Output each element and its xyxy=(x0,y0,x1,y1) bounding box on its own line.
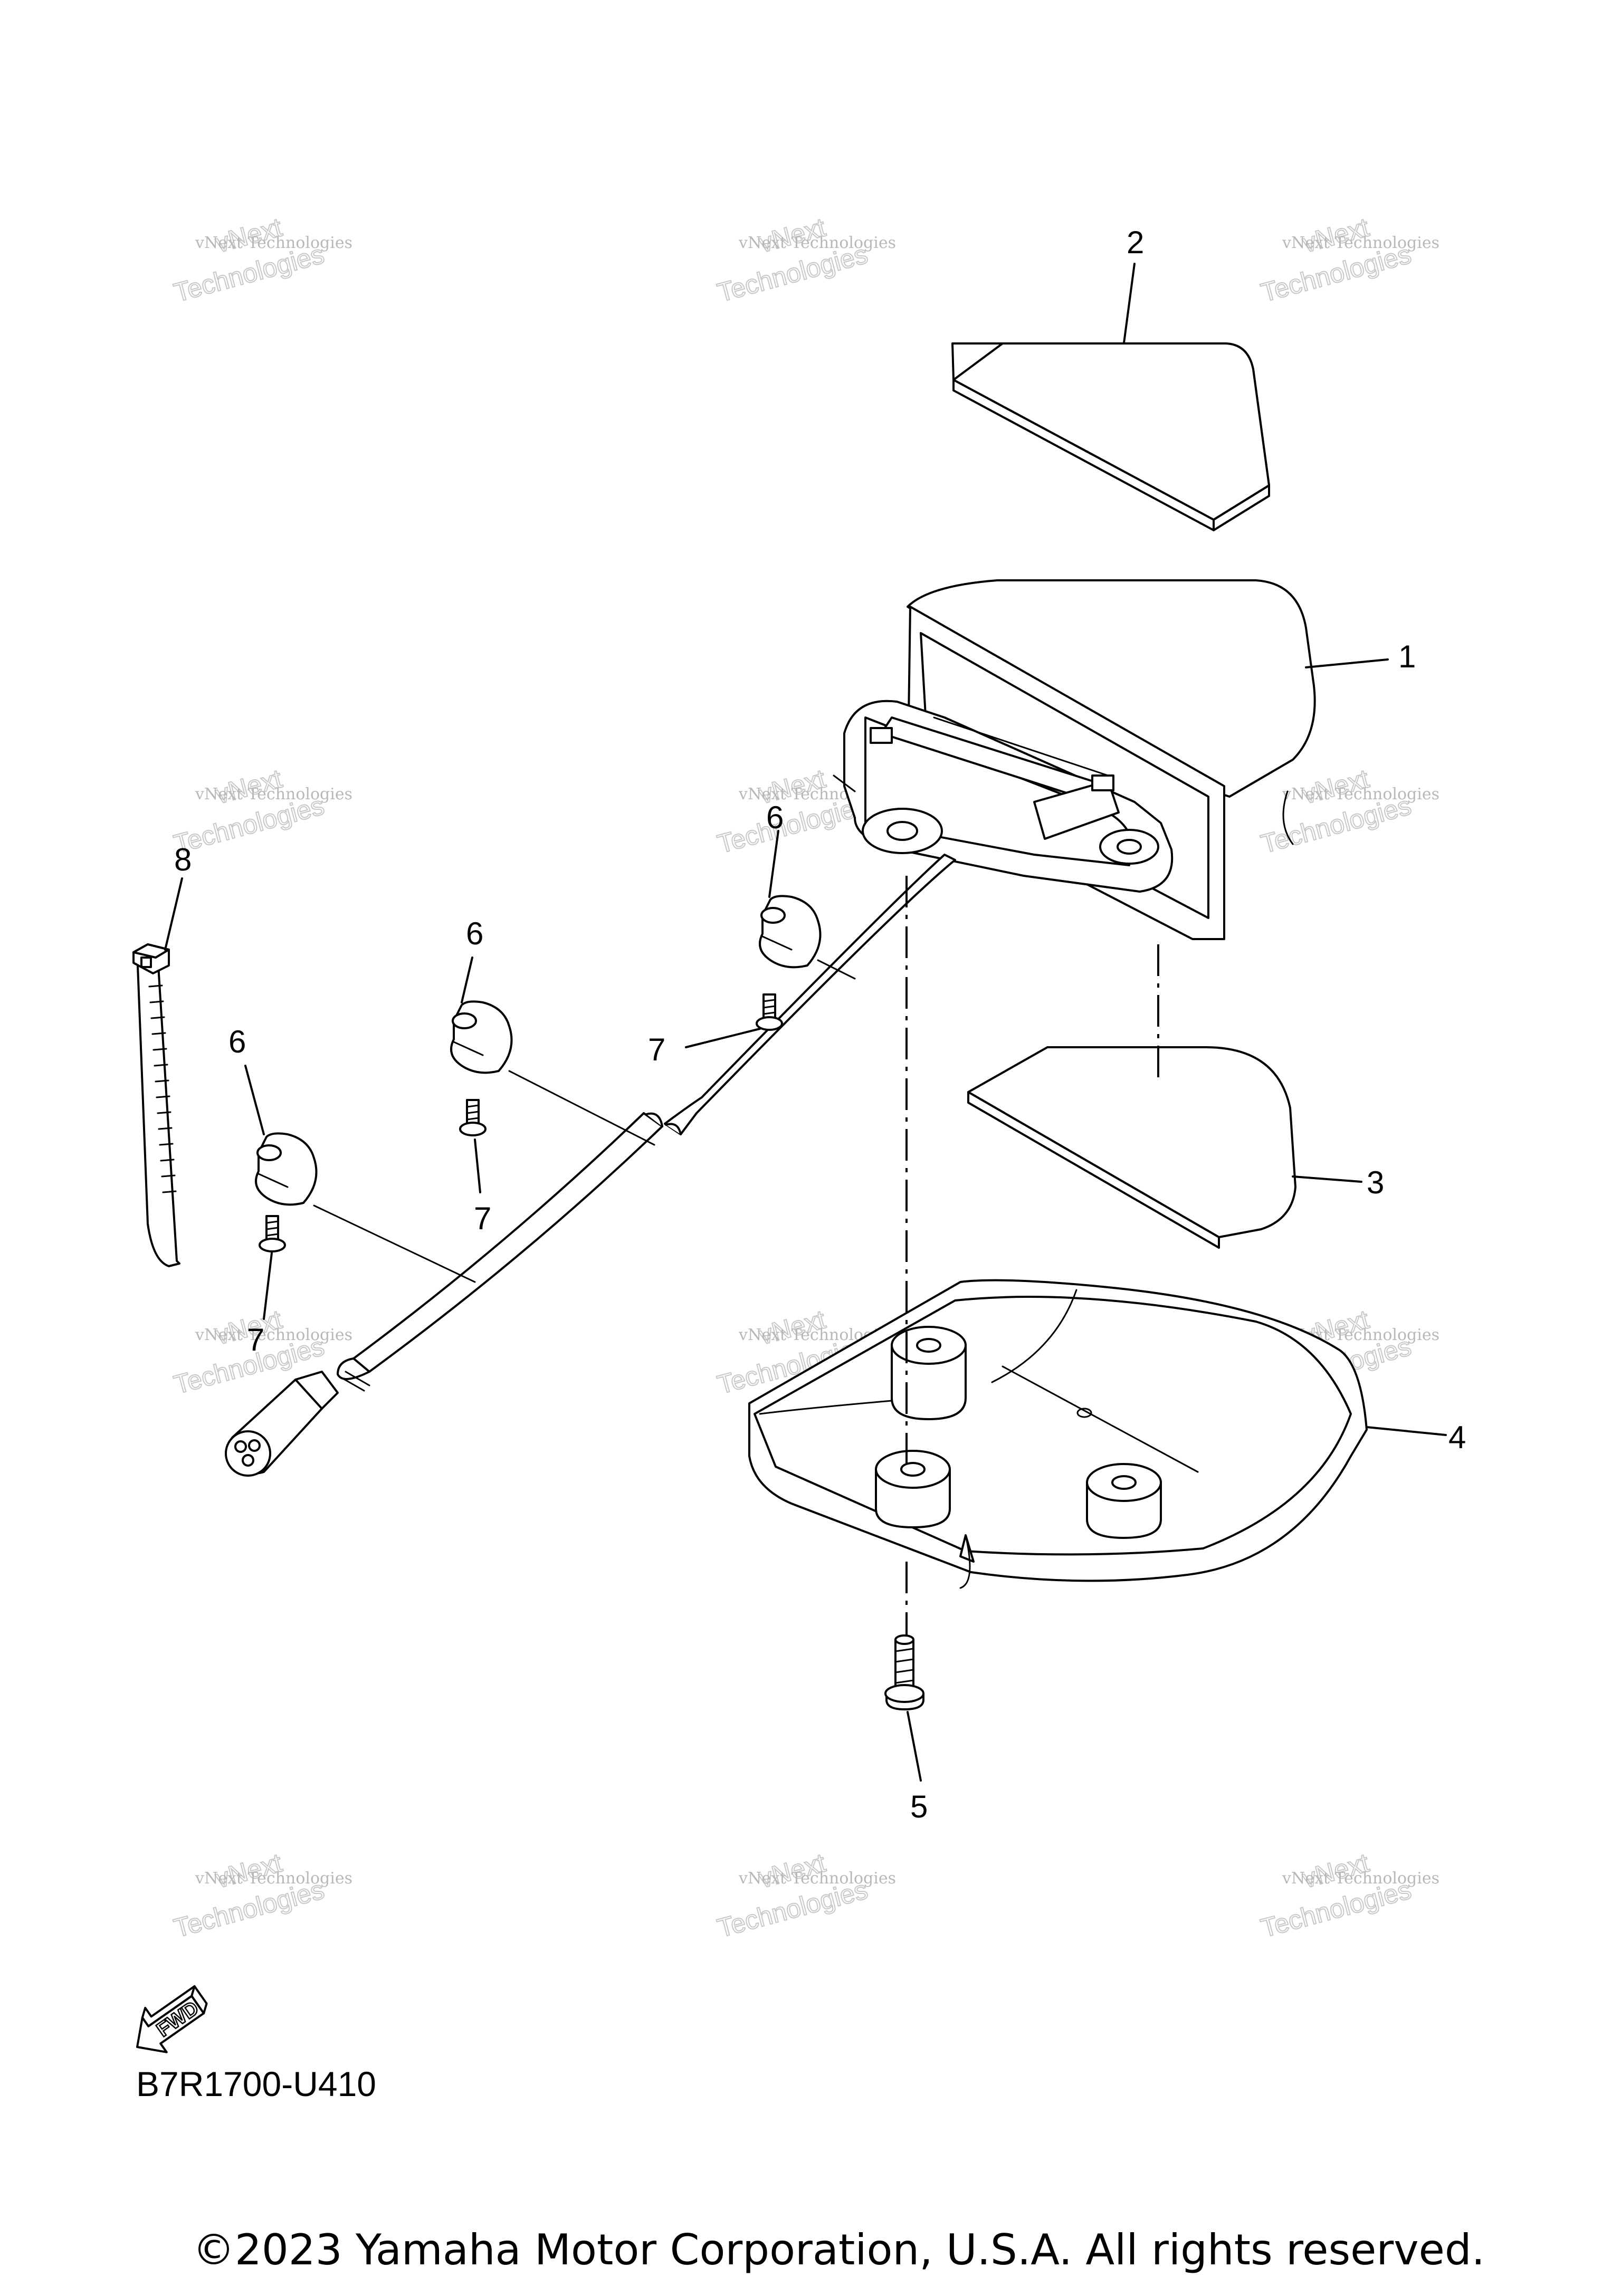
watermark: Technologies vNext vNext Technologies xyxy=(714,212,896,308)
svg-text:vNext Technologies: vNext Technologies xyxy=(1282,785,1439,803)
svg-text:vNext Technologies: vNext Technologies xyxy=(738,234,896,252)
assembly-lines xyxy=(313,876,1159,1635)
svg-text:vNext Technologies: vNext Technologies xyxy=(1282,1869,1439,1888)
callout-7: 7 xyxy=(247,1322,264,1357)
wire-harness xyxy=(225,854,956,1477)
watermark-small: vNext Technologies xyxy=(195,234,352,252)
part-5-screw xyxy=(884,1634,924,1710)
part-3-gasket xyxy=(967,1046,1296,1249)
watermark: Technologies vNext vNext Technologies xyxy=(1257,763,1439,859)
part-2-pad xyxy=(951,342,1270,531)
callouts: 2 1 3 4 5 6 6 6 7 7 7 8 xyxy=(174,225,1466,1824)
watermark: Technologies vNext vNext Technologies xyxy=(170,763,352,859)
svg-text:vNext Technologies: vNext Technologies xyxy=(1282,234,1439,252)
part-6-clamp-b xyxy=(450,1000,513,1074)
part-1-taillight xyxy=(833,579,1316,940)
part-7-screw-a xyxy=(756,993,783,1031)
callout-2: 2 xyxy=(1127,225,1144,260)
watermark: Technologies vNext vNext Technologies xyxy=(1257,1847,1439,1944)
svg-text:vNext Technologies: vNext Technologies xyxy=(738,1869,896,1888)
watermark: Technologies vNext vNext Technologies xyxy=(170,212,352,308)
part-7-screw-b xyxy=(459,1099,487,1136)
copyright-notice: ©2023 Yamaha Motor Corporation, U.S.A. A… xyxy=(193,2225,1485,2274)
watermark: Technologies vNext vNext Technologies xyxy=(1257,212,1439,308)
leader-lines xyxy=(164,263,1447,1782)
part-4-base xyxy=(748,1279,1368,1589)
fwd-arrow-icon: FWD xyxy=(136,1985,208,2053)
watermark: Technologies vNext vNext Technologies xyxy=(714,1847,896,1944)
svg-text:vNext Technologies: vNext Technologies xyxy=(195,1869,352,1888)
callout-1: 1 xyxy=(1398,639,1416,674)
callout-6: 6 xyxy=(228,1024,246,1059)
callout-4: 4 xyxy=(1448,1420,1466,1455)
svg-text:vNext Technologies: vNext Technologies xyxy=(195,785,352,803)
svg-text:vNext Technologies: vNext Technologies xyxy=(195,1326,352,1344)
part-8-cable-tie xyxy=(132,943,180,1267)
callout-6: 6 xyxy=(766,800,784,835)
callout-6: 6 xyxy=(466,916,483,951)
part-7-screw-c xyxy=(259,1215,286,1252)
drawing-code: B7R1700-U410 xyxy=(136,2064,376,2103)
part-6-clamp-a xyxy=(759,895,822,969)
callout-5: 5 xyxy=(910,1789,928,1824)
callout-7: 7 xyxy=(648,1032,665,1067)
callout-8: 8 xyxy=(174,842,192,877)
part-6-clamp-c xyxy=(255,1132,318,1206)
watermark: Technologies vNext vNext Technologies xyxy=(170,1847,352,1944)
callout-7: 7 xyxy=(474,1201,491,1236)
callout-3: 3 xyxy=(1367,1165,1384,1200)
